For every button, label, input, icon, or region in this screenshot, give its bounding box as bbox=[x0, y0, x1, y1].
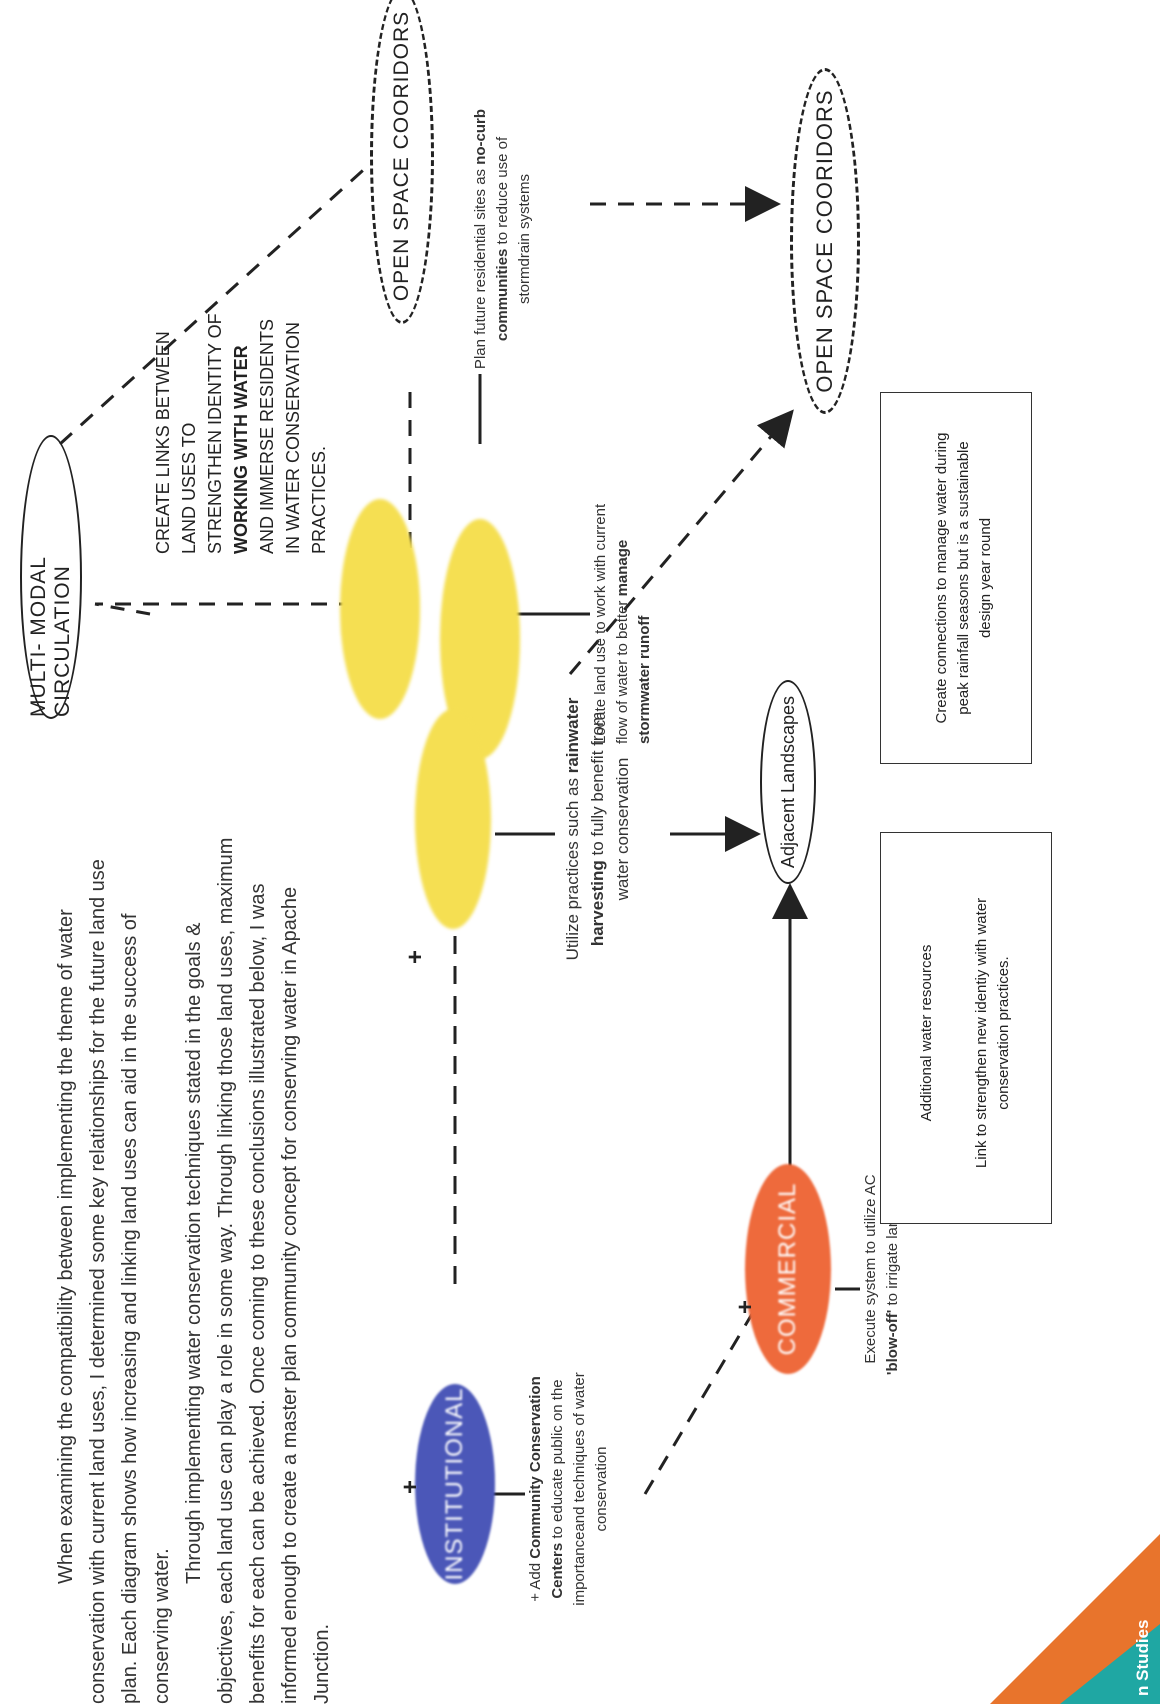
dashed-arrow-residential-openspace bbox=[568, 409, 794, 675]
harvest-note: Utilize practices such as rainwater harv… bbox=[563, 697, 632, 961]
institutional-node: INSTITUTIONAL bbox=[415, 1384, 495, 1584]
institutional-note: + Add Community Conservation Centers to … bbox=[527, 1372, 610, 1606]
dashed-link-yellow-multimodal bbox=[94, 602, 151, 616]
multi-modal-label: MULTI- MODAL CIRCULATION bbox=[27, 556, 74, 717]
intro-paragraph-1: When examining the compatibility between… bbox=[55, 859, 173, 1704]
plus-sign-harvest: + bbox=[402, 949, 429, 964]
open-space-label-1: OPEN SPACE COORIDORS bbox=[390, 10, 413, 302]
note-bold: WORKING WITH WATER bbox=[231, 345, 251, 554]
corner-logo-teal bbox=[1060, 1624, 1160, 1704]
legend-right: Create connections to manage water durin… bbox=[880, 392, 1032, 764]
adjacent-landscapes-node: Adjacent Landscapes bbox=[760, 680, 816, 884]
intro-text: When examining the compatibility between… bbox=[50, 824, 338, 1704]
open-space-corridors-node-1: OPEN SPACE COORIDORS bbox=[370, 0, 434, 324]
commercial-label: COMMERCIAL bbox=[774, 1182, 801, 1356]
commercial-node: COMMERCIAL bbox=[745, 1164, 831, 1374]
legend-left: Additional water resources Link to stren… bbox=[880, 832, 1052, 1224]
legend-right-label: Create connections to manage water durin… bbox=[933, 432, 994, 724]
dashed-link-multimodal-openspace bbox=[58, 162, 372, 446]
plus-sign-commercial: + bbox=[732, 1299, 759, 1314]
intro-paragraph-2: Through implementing water conservation … bbox=[183, 837, 333, 1704]
create-links-note: CREATE LINKS BETWEEN LAND USES TO STRENG… bbox=[153, 313, 329, 554]
multi-modal-circulation-node: MULTI- MODAL CIRCULATION bbox=[20, 435, 82, 719]
yellow-land-use-bubble-top bbox=[340, 499, 420, 719]
plus-sign-institutional-left: + bbox=[397, 1479, 424, 1494]
corner-logo-text: n Studies bbox=[1133, 1619, 1152, 1696]
adjacent-label: Adjacent Landscapes bbox=[777, 695, 798, 869]
open-space-label-2: OPEN SPACE COORIDORS bbox=[812, 89, 837, 393]
legend-dashed-label: Link to strengthen new identiy with wate… bbox=[973, 897, 1012, 1169]
open-space-corridors-node-2: OPEN SPACE COORIDORS bbox=[790, 68, 860, 414]
institutional-label: INSTITUTIONAL bbox=[441, 1387, 468, 1581]
yellow-land-use-bubble-harvest bbox=[415, 709, 491, 929]
legend-solid-label: Additional water resources bbox=[918, 944, 935, 1122]
residential-note: Plan future residential sites as no-curb… bbox=[472, 108, 533, 370]
dashed-link-institutional-commercial bbox=[643, 1308, 757, 1495]
